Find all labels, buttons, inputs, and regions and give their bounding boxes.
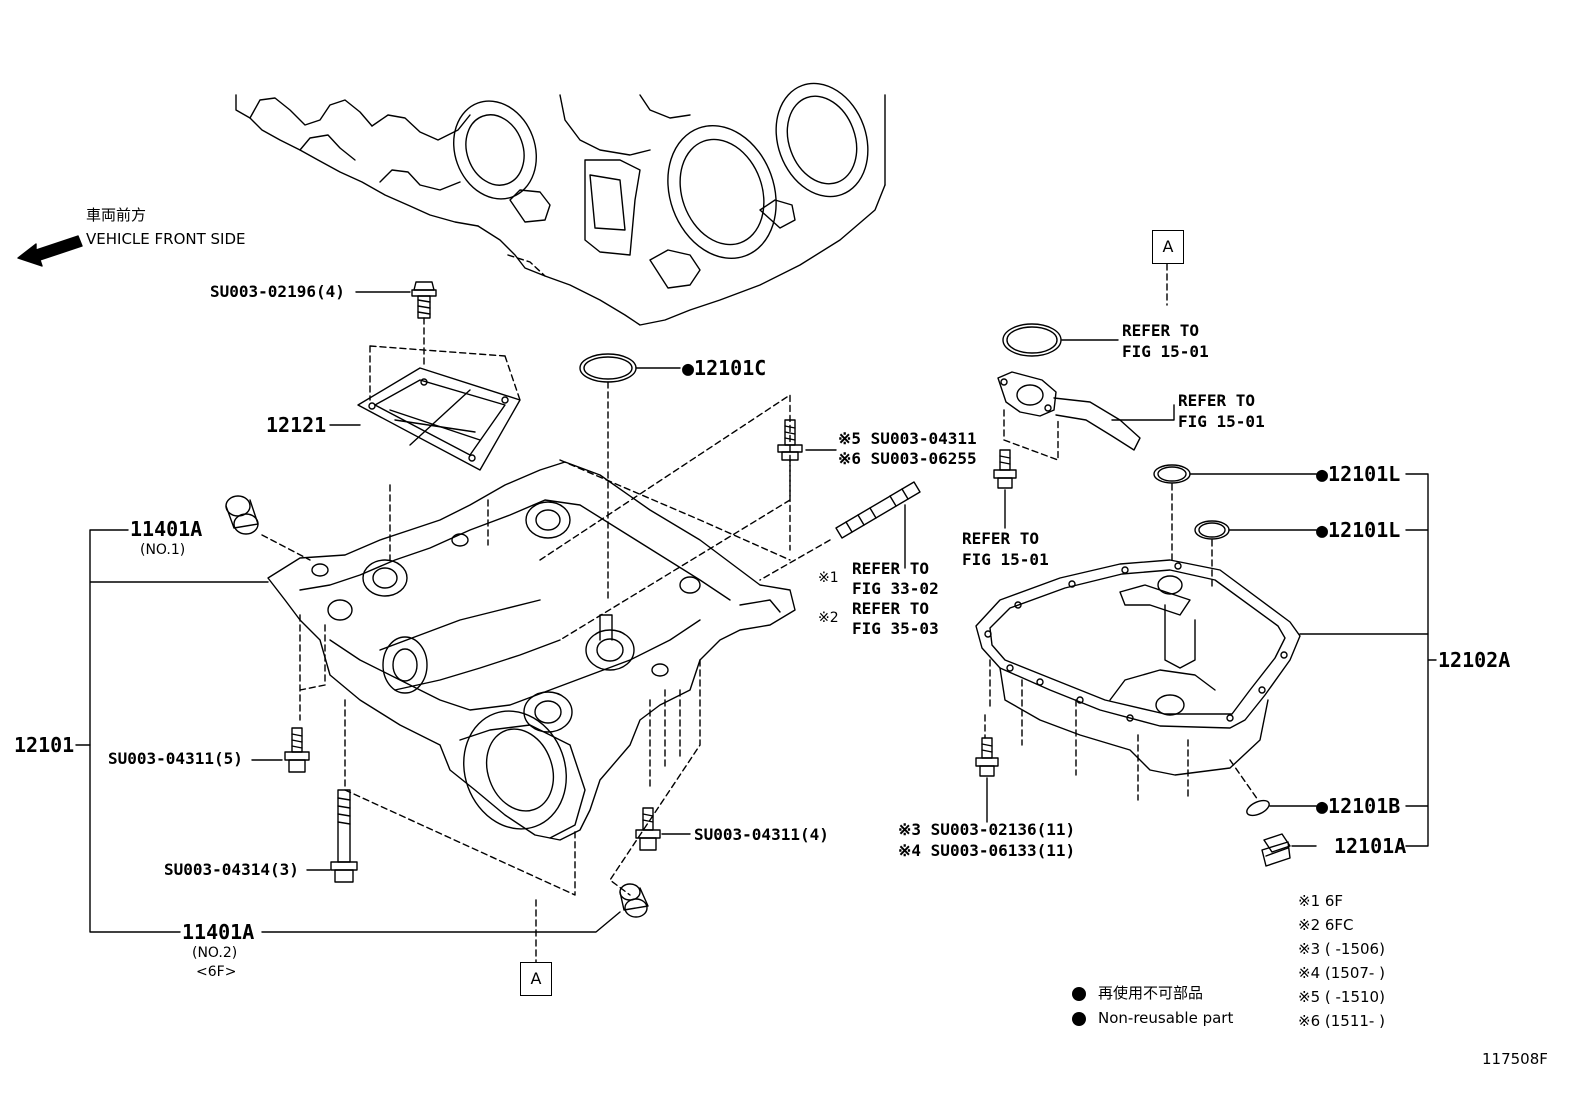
- plug-no2-icon: [619, 883, 649, 918]
- note-1: ※1 6F: [1298, 892, 1344, 910]
- oil-strainer-icon: [997, 371, 1141, 451]
- ref-2-line2: FIG 35-03: [852, 619, 939, 638]
- legend-en: Non-reusable part: [1098, 1009, 1234, 1027]
- gasket-12101b-label: ●12101B: [1316, 794, 1401, 818]
- bolt-right-top-label-1: ※5 SU003-04311: [838, 429, 977, 448]
- o-ring-icon: [1002, 323, 1062, 357]
- upper-oil-pan-icon: [267, 461, 796, 841]
- plug-11401a-label: 11401A: [130, 517, 203, 541]
- note-5: ※5 ( -1510): [1298, 988, 1385, 1006]
- note-4: ※4 (1507- ): [1298, 964, 1385, 982]
- legend-dot-icon: [1072, 987, 1086, 1001]
- bolt-top-icon: [411, 281, 437, 319]
- gasket-12101c-label: ●12101C: [682, 356, 767, 380]
- front-side-label-en: VEHICLE FRONT SIDE: [86, 230, 246, 248]
- bolt-left-icon: [284, 727, 310, 773]
- bolt-long-label: SU003-04314(3): [164, 860, 299, 879]
- engine-block: [235, 82, 886, 326]
- plug-no2-variant: <6F>: [196, 964, 237, 980]
- gasket-12101l-1-label: ●12101L: [1316, 462, 1401, 486]
- bolt-pan-label-1: ※3 SU003-02136(11): [898, 820, 1076, 839]
- ref-1-line2: FIG 33-02: [852, 579, 939, 598]
- drain-plug-icon: [1261, 833, 1291, 867]
- bolt-long-icon: [330, 789, 358, 883]
- legend-jp: 再使用不可部品: [1098, 984, 1204, 1002]
- plug-11401a-note: (NO.1): [140, 542, 186, 558]
- bolt-pan-icon: [975, 737, 999, 777]
- ref-bolt-line2: FIG 15-01: [962, 550, 1049, 569]
- gasket-12101b-icon: [1246, 799, 1270, 817]
- note-2: ※2 6FC: [1298, 916, 1354, 934]
- bolt-mid-label: SU003-04311(4): [694, 825, 829, 844]
- legend-dot-icon-2: [1072, 1012, 1086, 1026]
- figure-id: 117508F: [1482, 1050, 1548, 1068]
- plug-no2-label: 11401A: [182, 920, 255, 944]
- bolt-left-label: SU003-04311(5): [108, 749, 243, 768]
- plug-no2-note: (NO.2): [192, 945, 238, 961]
- bolt-top-label: SU003-02196(4): [210, 282, 345, 301]
- bolt-right-top-icon: [777, 419, 803, 461]
- gasket-12101l-2-label: ●12101L: [1316, 518, 1401, 542]
- ref-box-a-top: A: [1152, 230, 1184, 264]
- stud-bolt-icon: [835, 481, 921, 539]
- ref-2-line1: REFER TO: [852, 599, 930, 618]
- front-side-label-jp: 車両前方: [86, 206, 147, 224]
- ref-oring-line1: REFER TO: [1122, 321, 1200, 340]
- lower-oil-pan-icon: [975, 559, 1301, 776]
- ref-pipe-line2: FIG 15-01: [1178, 412, 1265, 431]
- bolt-mid-icon: [635, 807, 661, 851]
- bolt-pan-label-2: ※4 SU003-06133(11): [898, 841, 1076, 860]
- ref-bolt-line1: REFER TO: [962, 529, 1040, 548]
- plate-12121-icon: [357, 367, 521, 471]
- ref-box-a-bottom: A: [520, 962, 552, 996]
- ref-1-line1: REFER TO: [852, 559, 930, 578]
- plug-11401a-icon: [225, 495, 259, 535]
- bolt-right-top-label-2: ※6 SU003-06255: [838, 449, 977, 468]
- ref-1-mark: ※1: [818, 570, 839, 586]
- upper-pan-label: 12101: [14, 733, 75, 757]
- bolt-strainer-icon: [993, 449, 1017, 489]
- ref-pipe-line1: REFER TO: [1178, 391, 1256, 410]
- front-arrow-icon: [17, 235, 83, 267]
- drain-plug-label: 12101A: [1334, 834, 1407, 858]
- note-3: ※3 ( -1506): [1298, 940, 1385, 958]
- ref-2-mark: ※2: [818, 610, 839, 626]
- gasket-12101c-icon: [579, 353, 637, 383]
- note-6: ※6 (1511- ): [1298, 1012, 1385, 1030]
- lower-pan-label: 12102A: [1438, 648, 1511, 672]
- plate-12121-label: 12121: [266, 413, 327, 437]
- ref-oring-line2: FIG 15-01: [1122, 342, 1209, 361]
